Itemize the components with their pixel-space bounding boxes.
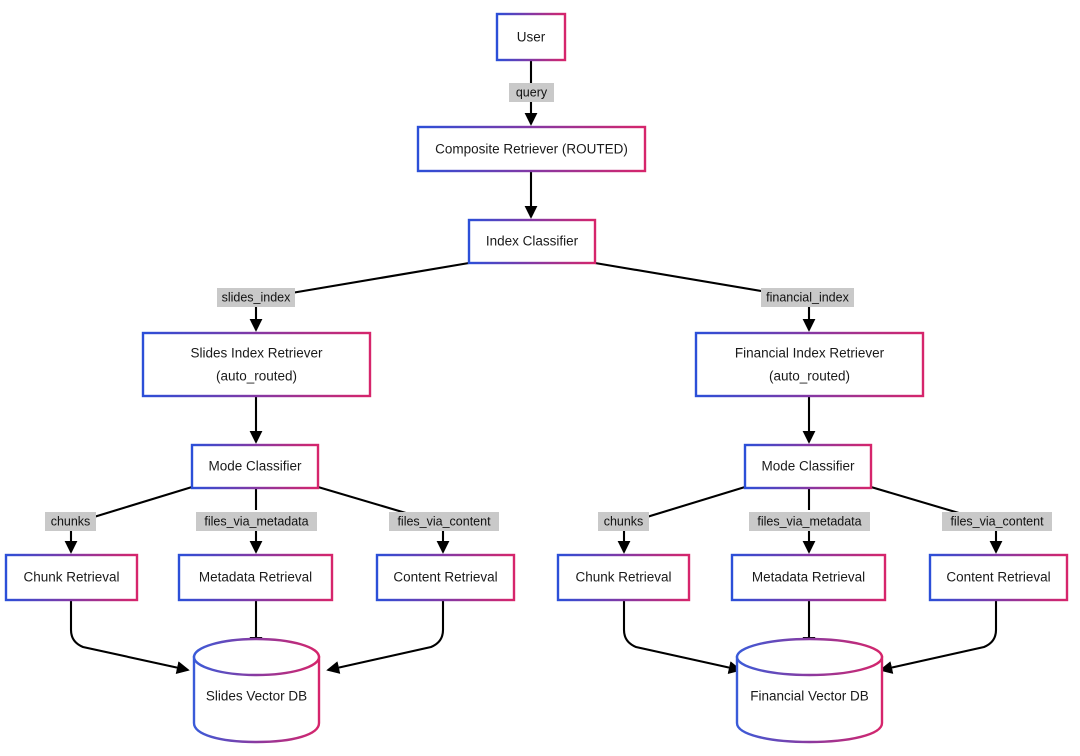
- node-content-retrieval-left-label: Content Retrieval: [393, 570, 497, 585]
- node-financial-vector-db-label: Financial Vector DB: [750, 689, 869, 704]
- edge-label-files-via-metadata-right: files_via_metadata: [749, 512, 870, 531]
- node-chunk-retrieval-left-label: Chunk Retrieval: [23, 570, 119, 585]
- edge-content-left-to-db: [326, 600, 445, 674]
- edge-content-right-to-db: [879, 600, 998, 674]
- node-content-retrieval-right-label: Content Retrieval: [946, 570, 1050, 585]
- slides-vector-db-top: [192, 637, 321, 677]
- node-mode-classifier-right[interactable]: Mode Classifier: [743, 443, 873, 490]
- node-content-retrieval-right[interactable]: Content Retrieval: [928, 553, 1069, 602]
- node-slides-vector-db-label: Slides Vector DB: [206, 689, 307, 704]
- node-financial-index-retriever-line1: Financial Index Retriever: [735, 346, 885, 361]
- node-index-classifier[interactable]: Index Classifier: [467, 218, 597, 265]
- node-slides-index-retriever-line1: Slides Index Retriever: [190, 346, 323, 361]
- edge-chunk-right-to-db: [622, 600, 742, 674]
- edge-label-files-via-content-left: files_via_content: [389, 512, 499, 531]
- node-slides-vector-db[interactable]: Slides Vector DB: [192, 637, 321, 744]
- node-chunk-retrieval-right[interactable]: Chunk Retrieval: [556, 553, 691, 602]
- edge-label-files-via-metadata-left-text: files_via_metadata: [204, 514, 308, 528]
- node-financial-index-retriever[interactable]: Financial Index Retriever (auto_routed): [694, 331, 925, 398]
- edge-label-files-via-content-left-text: files_via_content: [397, 514, 491, 528]
- node-metadata-retrieval-right-label: Metadata Retrieval: [752, 570, 865, 585]
- edge-label-query: query: [509, 83, 554, 102]
- node-index-classifier-label: Index Classifier: [486, 234, 579, 249]
- edge-label-financial-index: financial_index: [761, 288, 854, 307]
- node-chunk-retrieval-right-label: Chunk Retrieval: [575, 570, 671, 585]
- edge-chunk-left-to-db: [69, 600, 190, 674]
- node-slides-index-retriever-line2: (auto_routed): [216, 369, 297, 384]
- node-mode-classifier-left[interactable]: Mode Classifier: [190, 443, 320, 490]
- edge-label-files-via-metadata-left: files_via_metadata: [196, 512, 317, 531]
- node-mode-classifier-right-label: Mode Classifier: [761, 459, 855, 474]
- edge-label-chunks-left: chunks: [45, 512, 96, 531]
- edge-label-financial-index-text: financial_index: [766, 290, 849, 304]
- edge-label-files-via-metadata-right-text: files_via_metadata: [757, 514, 861, 528]
- node-financial-vector-db[interactable]: Financial Vector DB: [735, 637, 884, 744]
- edge-label-files-via-content-right: files_via_content: [942, 512, 1052, 531]
- financial-vector-db-body: [735, 655, 884, 744]
- node-mode-classifier-left-label: Mode Classifier: [208, 459, 302, 474]
- node-chunk-retrieval-left[interactable]: Chunk Retrieval: [4, 553, 139, 602]
- node-user[interactable]: User: [495, 12, 567, 62]
- edge-label-layer: query slides_index financial_index chunk…: [45, 83, 1052, 531]
- node-composite-retriever[interactable]: Composite Retriever (ROUTED): [416, 125, 647, 173]
- edge-label-chunks-right-text: chunks: [604, 514, 644, 528]
- node-metadata-retrieval-left[interactable]: Metadata Retrieval: [177, 553, 334, 602]
- node-metadata-retrieval-left-label: Metadata Retrieval: [199, 570, 312, 585]
- edge-label-slides-index: slides_index: [217, 288, 295, 307]
- node-financial-index-retriever-line2: (auto_routed): [769, 369, 850, 384]
- node-metadata-retrieval-right[interactable]: Metadata Retrieval: [730, 553, 887, 602]
- node-composite-retriever-label: Composite Retriever (ROUTED): [435, 142, 628, 157]
- node-user-label: User: [517, 30, 546, 45]
- edge-label-chunks-left-text: chunks: [51, 514, 91, 528]
- edge-label-chunks-right: chunks: [598, 512, 649, 531]
- edge-label-query-text: query: [516, 85, 548, 99]
- node-slides-index-retriever[interactable]: Slides Index Retriever (auto_routed): [141, 331, 372, 398]
- edge-label-slides-index-text: slides_index: [222, 290, 292, 304]
- node-content-retrieval-left[interactable]: Content Retrieval: [375, 553, 516, 602]
- slides-vector-db-body: [192, 655, 321, 744]
- edge-label-files-via-content-right-text: files_via_content: [950, 514, 1044, 528]
- node-layer: User Composite Retriever (ROUTED) Index …: [4, 12, 1069, 744]
- financial-vector-db-top: [735, 637, 884, 677]
